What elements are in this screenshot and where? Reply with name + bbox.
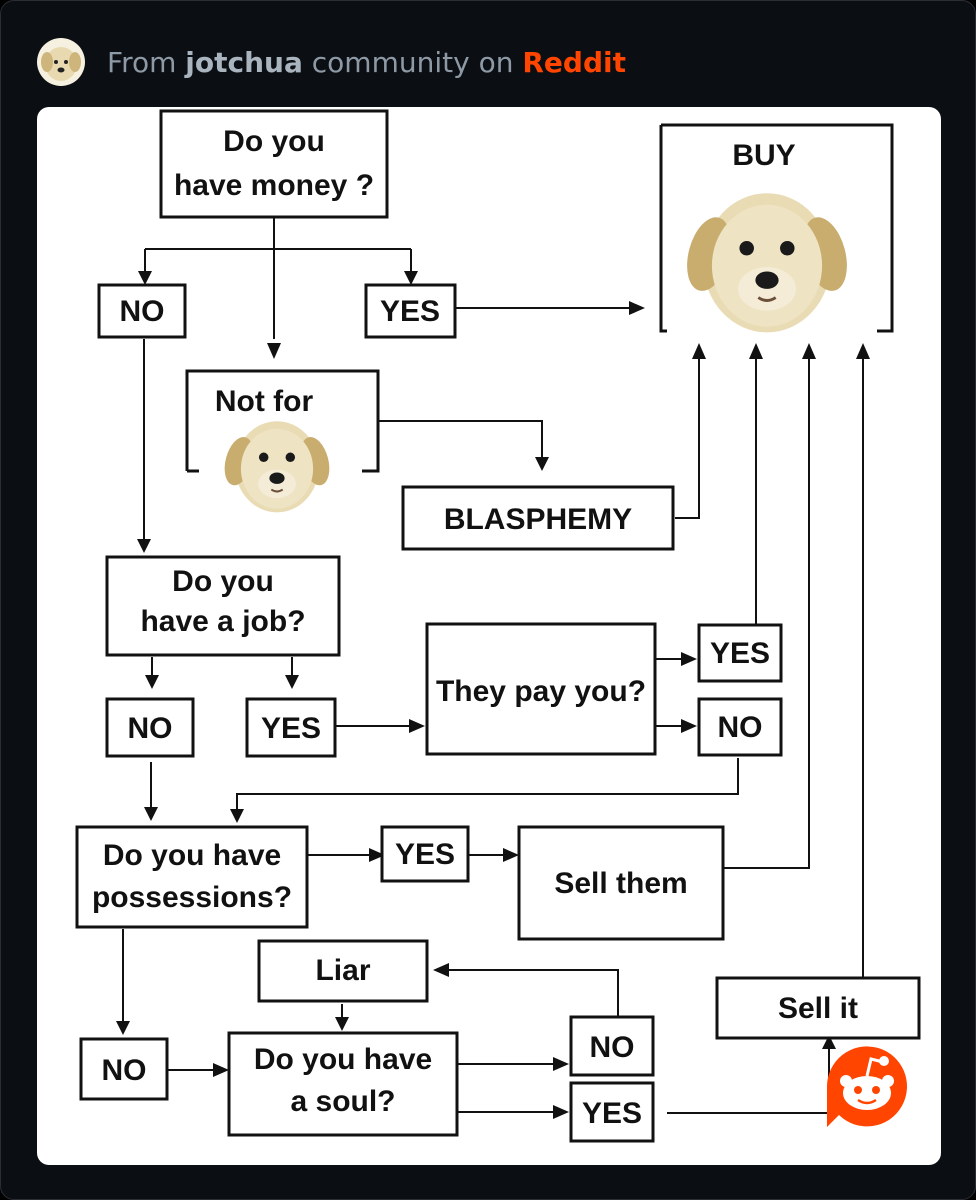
- dog-avatar-icon[interactable]: [37, 38, 85, 86]
- q-pay-label: They pay you?: [436, 675, 646, 708]
- post-source-text: From jotchua community on Reddit: [107, 46, 626, 79]
- liar-label: Liar: [315, 954, 370, 987]
- q-money-line1: Do you: [223, 125, 325, 158]
- soul-yes-box: YES: [569, 1081, 655, 1143]
- sell-them-box: Sell them: [517, 825, 725, 941]
- arrowheads: [116, 271, 870, 1119]
- poss-yes-label: YES: [395, 838, 455, 871]
- soul-no-label: NO: [590, 1031, 635, 1064]
- blasphemy-label: BLASPHEMY: [444, 503, 632, 536]
- job-no-label: NO: [128, 712, 173, 745]
- not-for-label: Not for: [215, 385, 314, 418]
- money-no-label: NO: [120, 295, 165, 328]
- soul-yes-label: YES: [582, 1097, 642, 1130]
- sell-them-label: Sell them: [554, 867, 687, 900]
- soul-no-box: NO: [569, 1015, 655, 1077]
- q-soul-box: Do you have a soul?: [227, 1031, 459, 1137]
- dog-face-icon: [218, 420, 336, 514]
- q-possessions-line2: possessions?: [92, 881, 292, 914]
- blasphemy-box: BLASPHEMY: [401, 485, 675, 551]
- money-yes-box: YES: [364, 283, 457, 339]
- poss-no-label: NO: [102, 1054, 147, 1087]
- pay-no-box: NO: [697, 697, 783, 757]
- q-job-line2: have a job?: [140, 605, 305, 638]
- money-yes-label: YES: [380, 295, 440, 328]
- dog-face-icon: [678, 191, 856, 334]
- prefix-text: From: [107, 45, 177, 79]
- job-yes-box: YES: [245, 697, 337, 758]
- pay-yes-box: YES: [697, 623, 783, 683]
- poss-yes-box: YES: [380, 825, 470, 883]
- q-job-line1: Do you: [172, 565, 274, 598]
- pay-yes-label: YES: [710, 637, 770, 670]
- sell-it-box: Sell it: [715, 976, 921, 1040]
- middle-text: community on: [311, 45, 514, 79]
- buy-label: BUY: [732, 139, 795, 172]
- q-money-box: Do you have money ?: [159, 109, 389, 219]
- q-possessions-box: Do you have possessions?: [75, 825, 309, 929]
- not-for-box: Not for: [185, 369, 380, 514]
- reddit-link[interactable]: Reddit: [522, 45, 626, 79]
- q-pay-box: They pay you?: [425, 622, 657, 756]
- q-money-line2: have money ?: [174, 169, 374, 202]
- meme-image-card[interactable]: Do you have money ? BUY NO YES: [37, 107, 941, 1165]
- liar-box: Liar: [257, 939, 429, 1003]
- connector-lines: [122, 217, 864, 1114]
- post-header: From jotchua community on Reddit: [37, 37, 626, 87]
- job-yes-label: YES: [261, 712, 321, 745]
- job-no-box: NO: [105, 697, 195, 758]
- q-soul-line2: a soul?: [290, 1085, 395, 1118]
- money-no-box: NO: [97, 283, 187, 339]
- flowchart: Do you have money ? BUY NO YES: [75, 109, 921, 1143]
- q-job-box: Do you have a job?: [105, 555, 341, 657]
- buy-box: BUY: [659, 123, 894, 334]
- community-name[interactable]: jotchua: [185, 45, 303, 79]
- pay-no-label: NO: [718, 711, 763, 744]
- reddit-logo-icon: [826, 1046, 907, 1127]
- q-possessions-line1: Do you have: [103, 839, 281, 872]
- q-soul-line1: Do you have: [254, 1043, 432, 1076]
- poss-no-box: NO: [79, 1037, 169, 1101]
- sell-it-label: Sell it: [778, 992, 858, 1025]
